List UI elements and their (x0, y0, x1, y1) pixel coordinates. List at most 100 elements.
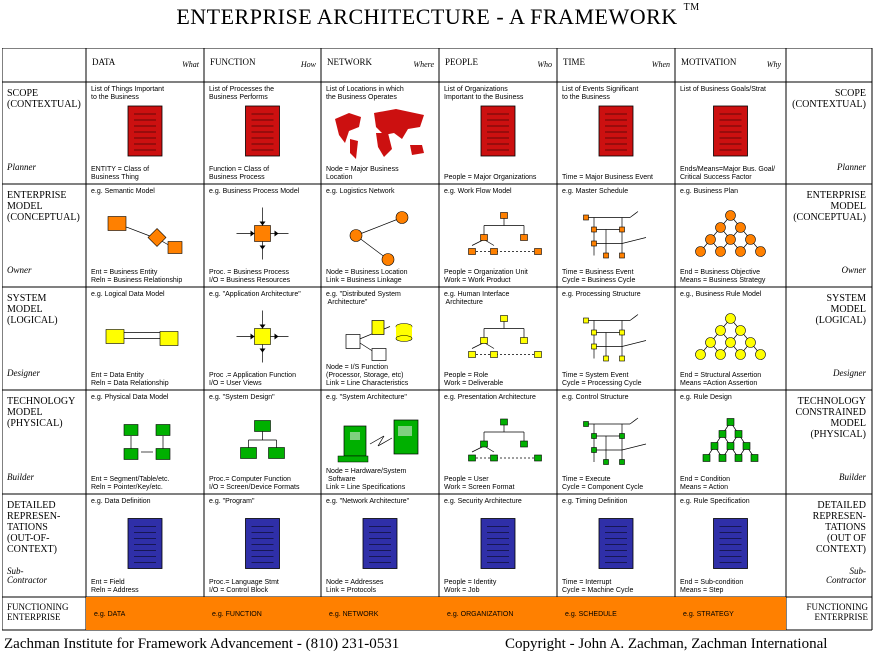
cell-top-text: e.g. Work Flow Model (444, 188, 512, 195)
column-question: When (652, 60, 670, 69)
column-header: DATA (92, 57, 116, 67)
title-text: ENTERPRISE ARCHITECTURE - A FRAMEWORK (176, 4, 678, 29)
functioning-cell: e.g. NETWORK (329, 611, 379, 618)
trademark: TM (683, 2, 700, 13)
functioning-cell: e.g. STRATEGY (683, 611, 734, 618)
row-label: SCOPE(CONTEXTUAL) (7, 88, 81, 110)
functioning-fill (86, 597, 786, 630)
document-icon (127, 105, 163, 157)
document-icon (480, 518, 516, 569)
cell-top-text: List of Business Goals/Strat (680, 86, 766, 93)
rule-tree-icon (695, 210, 766, 257)
cell-top-text: e.g. Processing Structure (562, 291, 641, 298)
org-chart-icon (468, 315, 542, 358)
cell-top-text: e.g. Security Architecture (444, 498, 522, 505)
cell-top-text: e.g. Rule Design (680, 394, 732, 401)
distributed-system-icon (345, 320, 413, 361)
column-header: FUNCTION (210, 57, 256, 67)
document-icon (245, 105, 280, 157)
row-role: Sub-Contractor (7, 566, 48, 585)
row-role: Designer (6, 368, 40, 378)
document-icon (713, 518, 748, 569)
document-icon (362, 518, 398, 569)
entity-relationship-icon (107, 216, 183, 254)
row-right-role: Builder (839, 472, 866, 482)
org-chart-icon (468, 212, 542, 255)
schedule-icon (583, 211, 647, 259)
process-arrows-icon (236, 310, 289, 363)
org-chart-icon (468, 418, 542, 462)
column-header: TIME (563, 57, 585, 67)
row-right-label: SCOPE(CONTEXTUAL) (792, 88, 866, 110)
row-role: Builder (7, 472, 34, 482)
footer-copyright: Copyright - John A. Zachman, Zachman Int… (505, 636, 828, 652)
row-role: Owner (7, 265, 32, 275)
cell-top-text: e.g. Business Process Model (209, 188, 300, 195)
schedule-icon (583, 314, 647, 362)
cell-top-text: e.g. "System Design" (209, 394, 275, 401)
cell-top-text: e.g. Timing Definition (562, 498, 627, 505)
cell-top-text: e.g. "Network Architecture" (326, 498, 410, 505)
cell-top-text: e.g. Business Plan (680, 188, 738, 195)
footer-institute: Zachman Institute for Framework Advancem… (4, 636, 400, 652)
cell-top-text: e.g. "System Architecture" (326, 394, 407, 401)
row-right-role: Owner (842, 265, 867, 275)
document-icon (598, 105, 634, 157)
system-architecture-icon (337, 419, 419, 463)
cell-top-text: e.g. Logical Data Model (91, 291, 165, 298)
cell-bottom-text: People = Major Organizations (444, 174, 537, 181)
cell-top-text: e.g. Control Structure (562, 394, 629, 401)
functioning-cell: e.g. SCHEDULE (565, 611, 617, 618)
column-question: Who (537, 60, 552, 69)
row-role: Planner (6, 162, 36, 172)
cell-bottom-text: Ends/Means=Major Bus. Goal/Critical Succ… (680, 166, 775, 181)
rule-tree-icon (695, 313, 766, 360)
entity-pair-icon (105, 329, 179, 346)
cell-top-text: e.g., Business Rule Model (680, 291, 762, 298)
document-icon (713, 105, 748, 157)
cell-top-text: e.g. Master Schedule (562, 188, 628, 195)
cell-top-text: e.g. Human Interface Architecture (444, 291, 509, 306)
row-right-role: Planner (836, 162, 866, 172)
cell-top-text: e.g. Physical Data Model (91, 394, 169, 401)
cell-top-text: e.g. "Program" (209, 498, 255, 505)
schedule-icon (583, 417, 647, 465)
column-question: How (300, 60, 317, 69)
logistics-network-icon (349, 211, 409, 266)
cell-top-text: e.g. Rule Specification (680, 498, 750, 505)
column-question: Why (767, 60, 782, 69)
functioning-cell: e.g. DATA (94, 611, 126, 618)
